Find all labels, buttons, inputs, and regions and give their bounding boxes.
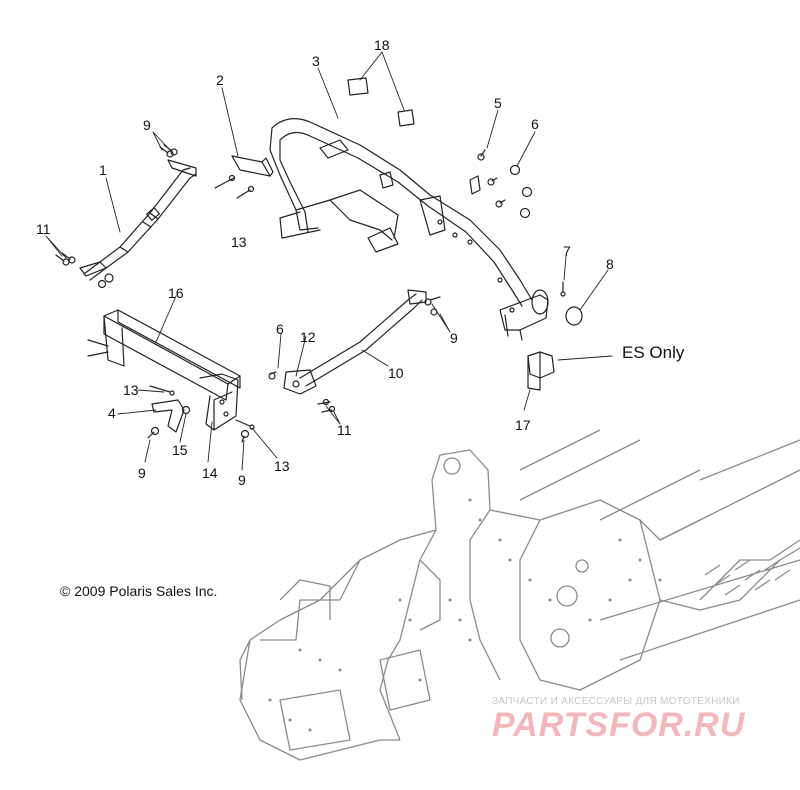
callout-13: 13 [274,458,290,474]
callout-5: 5 [494,95,502,111]
chassis-rivets [268,498,662,732]
watermark-tagline: ЗАПЧАСТИ И АКСЕССУАРЫ ДЛЯ МОТОТЕХНИКИ [492,696,740,707]
callout-4: 4 [108,405,116,421]
callout-11: 11 [36,221,51,237]
part-3-upper-frame [269,118,549,341]
callout-12: 12 [300,329,316,345]
callout-15: 15 [172,442,188,458]
callout-9: 9 [238,472,246,488]
part-18-pads [347,77,415,127]
callout-6: 6 [531,116,539,132]
part-10-brace [268,289,441,413]
fasteners-5-6 [477,149,533,219]
part-16-crossmember [87,309,241,431]
chassis [239,429,800,761]
callout-7: 7 [563,243,571,259]
callout-13: 13 [123,382,139,398]
callout-13: 13 [231,234,247,250]
callout-14: 14 [202,465,218,481]
fasteners-9-11-left [55,144,178,289]
leader-lines [45,51,613,471]
callout-9: 9 [450,330,458,346]
part-17-bracket [527,351,555,391]
callout-10: 10 [388,365,404,381]
callout-2: 2 [216,72,224,88]
watermark-brand: PARTSFOR.RU [492,706,746,744]
callout-17: 17 [515,417,531,433]
copyright-notice: © 2009 Polaris Sales Inc. [60,583,218,599]
part-7-8-plug [560,281,583,326]
callout-16: 16 [168,285,184,301]
parts-4-13-15-fasteners [147,385,255,443]
callout-18: 18 [374,37,390,53]
callout-11: 11 [337,422,352,438]
callout-9: 9 [138,465,146,481]
callout-9: 9 [143,117,151,133]
callout-3: 3 [312,53,320,69]
callout-6: 6 [276,321,284,337]
part-2-bracket [214,155,274,199]
callout-1: 1 [99,162,107,178]
es-only-note: ES Only [622,343,685,362]
callout-8: 8 [606,256,614,272]
part-1-support-bar [79,159,197,281]
